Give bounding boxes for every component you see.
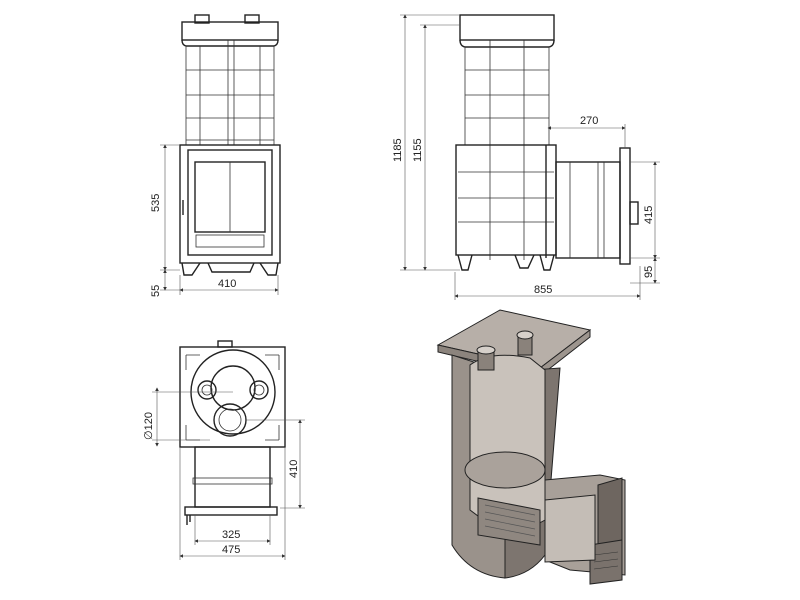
dim-270: 270 — [580, 115, 598, 127]
dim-1155: 1155 — [412, 138, 424, 162]
dim-diameter-120: ∅120 — [143, 412, 155, 440]
top-dims: ∅120 410 325 475 — [143, 387, 305, 560]
dim-410-front: 410 — [218, 278, 236, 290]
front-dims: 535 55 410 — [150, 144, 279, 297]
side-dims: 1185 1155 270 415 95 855 — [392, 14, 660, 300]
top-view — [179, 340, 286, 525]
dim-325: 325 — [222, 529, 240, 541]
front-view — [179, 14, 281, 276]
isometric-cutaway — [436, 309, 626, 585]
dim-855: 855 — [534, 284, 552, 296]
dim-410-top: 410 — [288, 460, 300, 478]
dim-535: 535 — [150, 194, 162, 212]
side-view — [455, 14, 639, 271]
dim-1185: 1185 — [392, 138, 404, 162]
dim-415: 415 — [643, 206, 655, 224]
dim-95: 95 — [643, 266, 655, 278]
dim-475: 475 — [222, 544, 240, 556]
dim-55: 55 — [150, 285, 162, 297]
